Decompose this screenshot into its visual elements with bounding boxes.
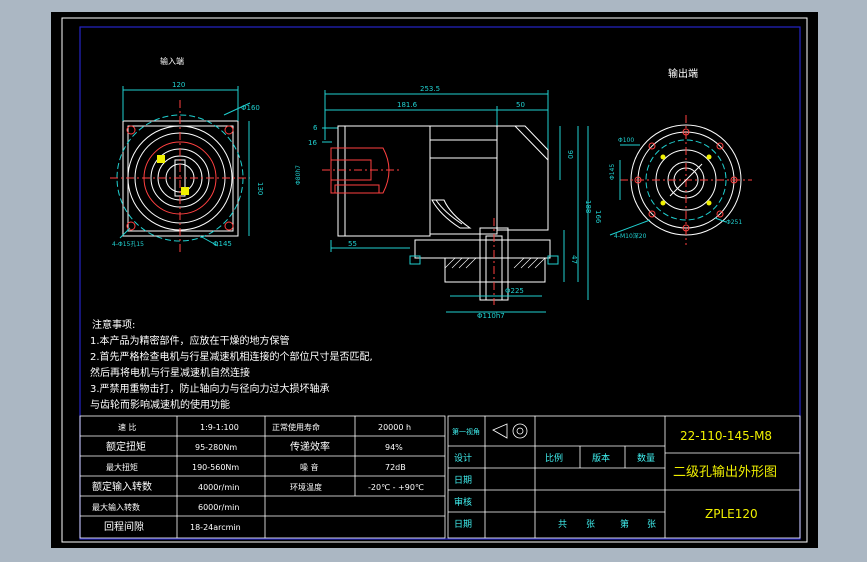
page-label-2: 张 xyxy=(647,519,656,530)
title-block xyxy=(447,415,801,539)
output-bolt-hole xyxy=(682,128,690,136)
input-end-view: 输入端 xyxy=(110,56,251,255)
spec-value: 6000r/min xyxy=(198,503,239,512)
dim-phi145: Φ145 xyxy=(213,240,232,248)
sheet-label: 张 xyxy=(586,519,595,530)
output-bolt-hole xyxy=(634,176,642,184)
dim-4-m10: 4-M10深20 xyxy=(614,232,647,240)
projection-label: 第一视角 xyxy=(452,427,480,436)
dim-188: 188 xyxy=(584,200,592,213)
spec-label: 噪 音 xyxy=(300,462,319,472)
dim-120: 120 xyxy=(172,81,185,89)
dim-phi145b: Φ145 xyxy=(609,164,616,180)
spec-label: 回程间隙 xyxy=(104,520,144,533)
dim-55: 55 xyxy=(348,240,357,248)
dim-50: 50 xyxy=(516,101,525,109)
dim-4-holes: 4-Φ15孔15 xyxy=(112,240,144,248)
spec-value: -20℃ - +90℃ xyxy=(368,483,424,492)
dim-47: 47 xyxy=(570,255,578,264)
dim-phi160: Φ160 xyxy=(241,104,260,112)
spec-label: 最大输入转数 xyxy=(92,502,140,512)
drawing-number: 22-110-145-M8 xyxy=(680,429,772,443)
title-block-text: 第一视角 设计 日期 审核 日期 比例 版本 数量 共 张 第 张 22-110… xyxy=(452,427,777,530)
audit-label: 审核 xyxy=(454,496,472,508)
spec-value: 95-280Nm xyxy=(195,443,237,452)
output-bolt-hole xyxy=(648,142,656,150)
drawing-paper xyxy=(51,12,818,548)
date-label-2: 日期 xyxy=(454,519,472,530)
dim-phi100: Φ100 xyxy=(618,137,634,144)
page-label: 第 xyxy=(620,518,629,530)
note-line-4: 3.严禁用重物击打，防止轴向力与径向力过大损坏轴承 xyxy=(90,382,330,395)
total-label: 共 xyxy=(558,519,567,530)
note-line-3: 然后再将电机与行星减速机自然连接 xyxy=(90,366,250,379)
notes-title: 注意事项: xyxy=(92,318,135,331)
dim-90: 90 xyxy=(566,150,574,159)
output-bolt-hole xyxy=(730,176,738,184)
spec-table xyxy=(79,415,446,539)
dim-253-5: 253.5 xyxy=(420,85,440,93)
spec-value: 72dB xyxy=(385,463,406,472)
output-bolt-hole xyxy=(716,210,724,218)
output-end-view xyxy=(609,115,752,245)
dim-phi110: Φ110h7 xyxy=(477,312,505,320)
mount-hole xyxy=(224,125,234,135)
spec-label: 速 比 xyxy=(118,422,137,432)
dim-16: 16 xyxy=(308,139,317,147)
angle-housing xyxy=(496,125,549,231)
dim-130: 130 xyxy=(256,182,264,195)
spec-value: 4000r/min xyxy=(198,483,239,492)
version-label: 版本 xyxy=(592,452,610,464)
spec-label: 最大扭矩 xyxy=(106,462,138,472)
side-view xyxy=(322,90,589,313)
scale-label: 比例 xyxy=(545,452,563,464)
notes: 注意事项: 1.本产品为精密部件，应放在干燥的地方保管 2.首先严格检查电机与行… xyxy=(90,318,373,411)
mount-hole xyxy=(126,125,136,135)
dim-6: 6 xyxy=(313,124,318,132)
note-line-1: 1.本产品为精密部件，应放在干燥的地方保管 xyxy=(90,334,290,347)
note-line-2: 2.首先严格检查电机与行星减速机相连接的个部位尺寸是否匹配, xyxy=(90,350,373,363)
spec-value: 18-24arcmin xyxy=(190,523,241,532)
outer-frame xyxy=(61,17,808,543)
mount-hole xyxy=(224,221,234,231)
spec-label: 环境温度 xyxy=(290,482,322,492)
dim-phi80: Φ80h7 xyxy=(295,165,302,185)
output-view-label: 输出端 xyxy=(668,67,698,80)
drawing-title: 二级孔输出外形图 xyxy=(673,464,777,480)
inner-border xyxy=(79,26,801,540)
spec-label: 额定扭矩 xyxy=(106,440,146,453)
note-line-5: 与齿轮而影响减速机的使用功能 xyxy=(90,398,230,411)
dim-phi251: Φ251 xyxy=(726,219,742,226)
model-number: ZPLE120 xyxy=(705,507,758,521)
spec-value: 94% xyxy=(385,443,403,452)
spec-label: 传递效率 xyxy=(290,440,330,453)
design-label: 设计 xyxy=(454,452,472,464)
output-bolt-hole xyxy=(648,210,656,218)
date-label-1: 日期 xyxy=(454,475,472,486)
spec-value: 20000 h xyxy=(378,423,411,432)
spec-value: 1:9-1:100 xyxy=(200,423,239,432)
mount-hole xyxy=(126,221,136,231)
spec-value: 190-560Nm xyxy=(192,463,239,472)
spec-table-text: 速 比 1:9-1:100 正常使用寿命 20000 h 额定扭矩 95-280… xyxy=(92,422,424,533)
input-view-label: 输入端 xyxy=(160,56,184,66)
output-bolt-hole xyxy=(716,142,724,150)
dim-phi225: Φ225 xyxy=(505,287,524,295)
output-bolt-hole xyxy=(682,224,690,232)
spec-label: 额定输入转数 xyxy=(92,480,152,493)
dim-181-6: 181.6 xyxy=(397,101,418,109)
dim-166: 166 xyxy=(594,210,602,224)
spec-label: 正常使用寿命 xyxy=(272,422,320,432)
quantity-label: 数量 xyxy=(637,452,655,464)
